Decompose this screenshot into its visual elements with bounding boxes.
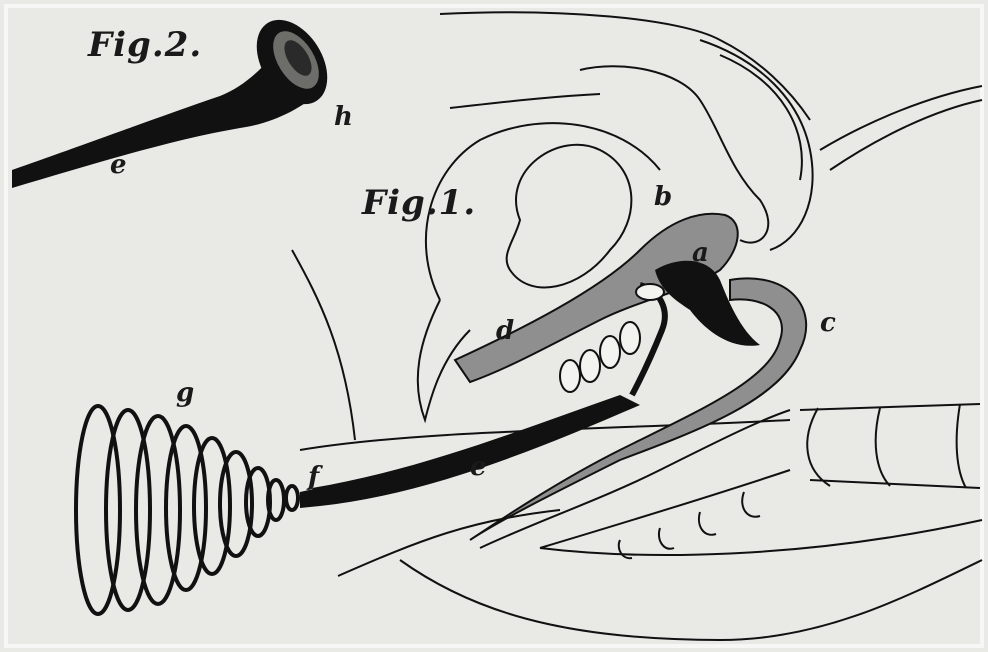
- ruga-4: [620, 322, 640, 354]
- label-a: a: [692, 240, 709, 266]
- spine-bottom: [810, 480, 980, 488]
- buttock-line-2: [400, 560, 982, 640]
- fig1-title: Fig.1.: [362, 186, 476, 220]
- ruga-5: [636, 284, 664, 300]
- back-line-1: [820, 86, 982, 150]
- vertebra-1: [807, 408, 830, 486]
- label-h: h: [334, 104, 353, 130]
- coil-ring-5: [194, 438, 230, 574]
- pessary-cup-fig1: [655, 261, 760, 346]
- coil-spring: [76, 406, 298, 614]
- thigh-line: [292, 250, 355, 440]
- vaginal-wall: [470, 278, 806, 540]
- coccyx-seg-4: [742, 492, 760, 517]
- fig2-title: Fig.2.: [88, 28, 202, 62]
- rectum-outline: [540, 520, 982, 555]
- label-g: g: [176, 380, 194, 406]
- coccyx-seg-2: [659, 528, 674, 549]
- vertebra-3: [957, 404, 966, 488]
- spine-top: [800, 404, 980, 410]
- label-b: b: [654, 184, 672, 210]
- label-e-fig2: e: [110, 152, 127, 178]
- label-f: f: [308, 464, 319, 490]
- coccyx-seg-3: [699, 512, 716, 535]
- label-c: c: [820, 310, 836, 336]
- back-line-2: [830, 100, 982, 170]
- buttock-line-1: [338, 510, 560, 576]
- bladder-outline: [507, 145, 632, 288]
- fig1-stem: [312, 395, 640, 506]
- label-e-fig1: e: [470, 454, 487, 480]
- coil-ring-9: [286, 486, 298, 510]
- ruga-2: [580, 350, 600, 382]
- ruga-3: [600, 336, 620, 368]
- abdominal-line: [450, 94, 600, 108]
- label-d: d: [496, 318, 514, 344]
- ruga-1: [560, 360, 580, 392]
- vertebra-2: [876, 408, 890, 486]
